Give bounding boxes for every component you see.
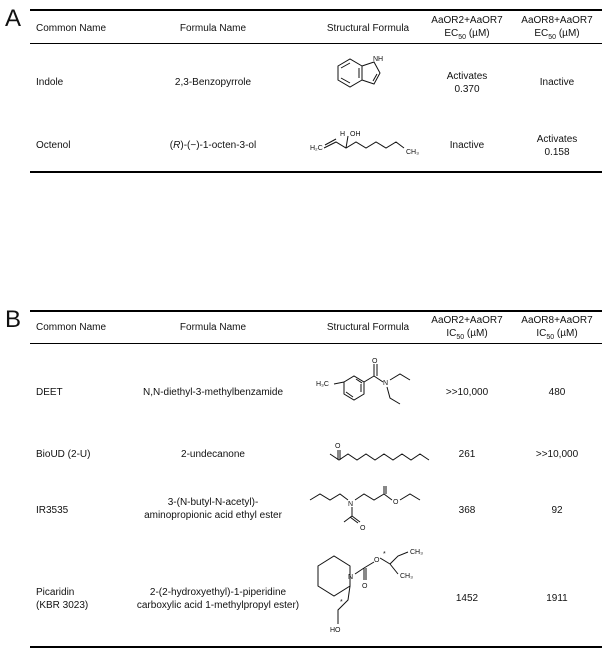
row-deet-common: DEET [36, 387, 63, 398]
row-octenol-formula-stereo: (R) [169, 140, 184, 151]
header-b-structural-formula: Structural Formula [326, 322, 410, 333]
row-picaridin-formula-line1: 2-(2-hydroxyethyl)-1-piperidine [149, 587, 287, 598]
picaridin-star-2-label: * [383, 551, 386, 558]
panel-label-b: B [5, 306, 22, 333]
header-b-or8-ic: IC [536, 328, 547, 339]
header-or8-sub: 50 [548, 34, 557, 41]
deet-n-label: N [383, 380, 388, 387]
row-deet-or2: >>10,000 [445, 387, 489, 398]
row-bioud-formula: 2-undecanone [181, 449, 245, 460]
header-or8-line1: AaOR8+AaOR7 [521, 15, 593, 26]
ir3535-acetyl-o-label: O [360, 525, 366, 532]
row-octenol-formula-rest: -(−)-1-octen-3-ol [183, 140, 257, 151]
row-picaridin-common-line2: (KBR 3023) [36, 600, 89, 611]
row-octenol-or8-line2: 0.158 [544, 147, 570, 158]
header-b-or8-sub: 50 [546, 334, 555, 341]
row-bioud-or8: >>10,000 [535, 449, 579, 460]
row-ir3535-formula-line2: aminopropionic acid ethyl ester [144, 510, 282, 521]
row-picaridin-formula: 2-(2-hydroxyethyl)-1-piperidine carboxyl… [128, 586, 308, 612]
row-ir3535-or8: 92 [551, 505, 563, 516]
header-b-or2-ic: IC [446, 328, 457, 339]
header-or2-or7: AaOR2+AaOR7 EC50 (µM) [422, 14, 512, 44]
picaridin-star-1-label: * [340, 599, 343, 606]
row-picaridin-or2: 1452 [455, 593, 479, 604]
header-b-common-name: Common Name [36, 322, 107, 333]
ir3535-ester-o-label: O [393, 499, 399, 506]
deet-o-label: O [372, 358, 378, 365]
row-ir3535-common: IR3535 [36, 505, 69, 516]
table-b-bottom-rule [30, 646, 602, 648]
table-a-bottom-rule [30, 171, 602, 173]
row-indole-or2-line1: Activates [446, 71, 488, 82]
picaridin-structure-icon: N O O * CH₃ CH₃ * HO [317, 549, 423, 634]
row-deet-formula: N,N-diethyl-3-methylbenzamide [142, 387, 284, 398]
row-octenol-or2: Inactive [449, 140, 485, 151]
header-b-or8-unit: (µM) [554, 328, 578, 339]
header-or2-unit: (µM) [466, 28, 490, 39]
row-ir3535-formula: 3-(N-butyl-N-acetyl)- aminopropionic aci… [128, 496, 298, 522]
row-octenol-formula: (R)-(−)-1-octen-3-ol [138, 139, 288, 152]
header-b-or8-line1: AaOR8+AaOR7 [521, 315, 593, 326]
row-indole-common: Indole [36, 77, 64, 88]
picaridin-ester-o-label: O [374, 557, 380, 564]
deet-structure-icon: H₃C O N [316, 358, 411, 405]
octenol-h2c-label: H₂C [310, 145, 323, 152]
row-bioud-or2: 261 [458, 449, 476, 460]
header-b-or2-sub: 50 [456, 334, 465, 341]
header-or2-ec: EC [444, 28, 459, 39]
row-ir3535-formula-line1: 3-(N-butyl-N-acetyl)- [167, 497, 259, 508]
table-b: Common Name Formula Name Structural Form… [30, 0, 602, 651]
ir3535-structure-icon: N O O [309, 486, 421, 532]
header-formula-name: Formula Name [179, 23, 247, 34]
row-indole-or2-line2: 0.370 [454, 84, 480, 95]
octenol-h-label: H [340, 131, 345, 138]
row-picaridin-common-line1: Picaridin [36, 587, 75, 598]
table-a: Common Name Formula Name Structural Form… [30, 0, 602, 180]
header-structural-formula: Structural Formula [326, 23, 410, 34]
deet-h3c-label: H₃C [316, 381, 329, 388]
table-b-top-rule [30, 310, 602, 312]
table-b-header-rule [30, 343, 602, 344]
octenol-oh-label: OH [350, 131, 361, 138]
row-octenol-or8-line1: Activates [536, 134, 578, 145]
header-or8-unit: (µM) [556, 28, 580, 39]
indole-nh-label: NH [373, 56, 383, 63]
row-bioud-common: BioUD (2-U) [36, 449, 91, 460]
picaridin-n-label: N [348, 574, 353, 581]
row-picaridin-or8: 1911 [546, 593, 568, 604]
picaridin-ch3-top-label: CH₃ [410, 549, 423, 556]
row-deet-or8: 480 [548, 387, 566, 398]
row-picaridin-common: Picaridin (KBR 3023) [36, 586, 88, 612]
bioud-o-label: O [335, 443, 341, 450]
picaridin-carbonyl-o-label: O [362, 583, 368, 590]
ir3535-n-label: N [348, 501, 353, 508]
octenol-structure-icon: H₂C H OH CH₃ [310, 131, 419, 156]
header-or2-line1: AaOR2+AaOR7 [431, 15, 503, 26]
table-a-top-rule [30, 9, 602, 11]
header-or2-sub: 50 [458, 34, 467, 41]
row-ir3535-or2: 368 [458, 505, 476, 516]
header-or8-or7: AaOR8+AaOR7 EC50 (µM) [512, 14, 602, 44]
header-or8-ec: EC [534, 28, 549, 39]
row-indole-or8: Inactive [539, 77, 575, 88]
header-b-or2-or7: AaOR2+AaOR7 IC50 (µM) [422, 314, 512, 344]
row-octenol-or8: Activates 0.158 [512, 133, 602, 159]
table-a-header-rule [30, 43, 602, 44]
bioud-structure-icon: O [329, 443, 430, 461]
picaridin-ho-label: HO [330, 627, 341, 634]
header-b-or2-line1: AaOR2+AaOR7 [431, 315, 503, 326]
row-octenol-formula-r: R [173, 140, 181, 151]
header-common-name: Common Name [36, 23, 107, 34]
row-picaridin-formula-line2: carboxylic acid 1-methylpropyl ester) [136, 600, 300, 611]
header-b-or2-unit: (µM) [464, 328, 488, 339]
octenol-ch3-label: CH₃ [406, 149, 419, 156]
panel-label-a: A [5, 5, 22, 32]
indole-structure-icon: NH [337, 56, 383, 88]
header-b-or8-or7: AaOR8+AaOR7 IC50 (µM) [512, 314, 602, 344]
picaridin-ch3-bottom-label: CH₃ [400, 573, 413, 580]
row-indole-formula: 2,3-Benzopyrrole [174, 77, 252, 88]
header-b-formula-name: Formula Name [179, 322, 247, 333]
row-indole-or2: Activates 0.370 [422, 70, 512, 96]
row-octenol-common: Octenol [36, 140, 71, 151]
